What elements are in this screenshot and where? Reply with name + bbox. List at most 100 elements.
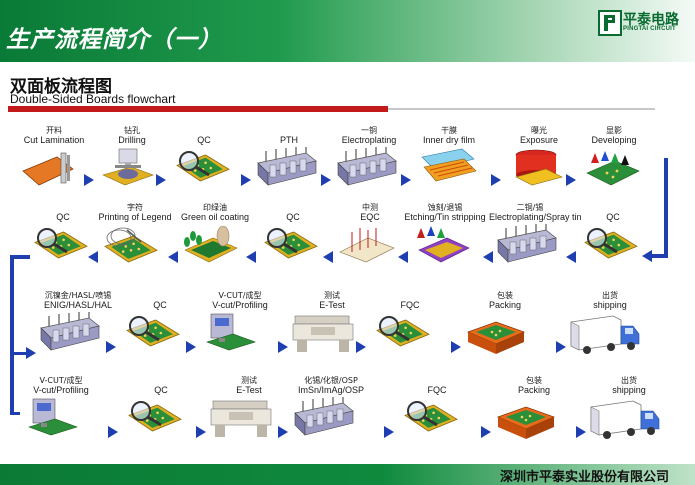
etest-icon [207, 397, 281, 444]
flow-arrow [384, 426, 394, 438]
step-label-en: E-Test [319, 300, 345, 310]
qc-icon [255, 224, 329, 271]
flow-arrow [321, 174, 331, 186]
flowchart-title-en: Double-Sided Boards flowchart [10, 92, 176, 106]
step-label-cn: 二铜/锡 [516, 203, 544, 212]
flow-arrow [398, 251, 408, 263]
etching-icon [407, 224, 481, 271]
legend-icon [97, 224, 171, 271]
step-label-cn: 出货 [602, 291, 618, 300]
step-label-en: E-Test [236, 385, 262, 395]
step-label-en: Etching/Tin stripping [404, 212, 486, 222]
step-label-cn: 测试 [241, 376, 257, 385]
step-qc-4-2: QC [116, 376, 206, 436]
step-label-en: QC [286, 212, 300, 222]
dry-film-icon [412, 147, 486, 194]
qc-icon [117, 312, 191, 359]
drilling-icon [95, 147, 169, 194]
step-label-en: FQC [400, 300, 420, 310]
step-label-cn: 一铜 [361, 126, 377, 135]
flowchart-title-cn: 双面板流程图 [10, 77, 112, 97]
step-label-cn: 中测 [362, 203, 378, 212]
header-banner [0, 0, 695, 62]
step-label-cn: 化锡/化银/OSP [304, 376, 358, 385]
green-oil-icon [177, 224, 251, 271]
step-label-cn: 包装 [497, 291, 513, 300]
qc-icon [167, 147, 241, 194]
flow-arrow [483, 251, 493, 263]
step-label-en: PTH [280, 135, 298, 145]
step-label-en: V-cut/Profiling [33, 385, 89, 395]
flow-arrow [241, 174, 251, 186]
etest-icon [289, 312, 363, 359]
step-label-en: Electroplating [341, 135, 397, 145]
flow-arrow [556, 341, 566, 353]
flow-arrow [196, 426, 206, 438]
qc-icon [367, 312, 441, 359]
flow-arrow [566, 174, 576, 186]
qc-icon [395, 397, 469, 444]
step-label-en: shipping [593, 300, 627, 310]
step-qc-3-2: QC [114, 291, 206, 351]
qc-icon [119, 397, 193, 444]
company-logo-icon [598, 10, 622, 36]
plating-line-icon [332, 147, 406, 194]
qc-icon [575, 224, 649, 271]
step-label-en: shipping [612, 385, 646, 395]
row-connector-left-mid [10, 352, 32, 355]
step-label-en: Electroplating/Spray tin [489, 212, 582, 222]
packing-icon [462, 312, 536, 359]
logo-name-en: PINGTAI CIRCUIT [623, 26, 676, 32]
packing-icon [492, 397, 566, 444]
step-qc-4-5: FQC [392, 376, 482, 436]
row-connector-left [10, 255, 14, 415]
step-label-en: Packing [517, 385, 551, 395]
step-label-cn: 蚀刻/退锡 [427, 203, 463, 212]
step-label-en: ENIG/HASL/HAL [43, 300, 113, 310]
step-label-en: Drilling [118, 135, 146, 145]
flow-arrow [356, 341, 366, 353]
cut-lamination-icon [17, 147, 91, 194]
step-qc-1-3: QC [164, 126, 244, 186]
flow-arrow [491, 174, 501, 186]
truck-icon [567, 312, 641, 359]
vcut-icon [19, 397, 93, 444]
flow-arrow [84, 174, 94, 186]
step-label-en: Green oil coating [180, 212, 250, 222]
step-label-en: Exposure [519, 135, 559, 145]
flow-arrow [451, 341, 461, 353]
step-label-en: QC [56, 212, 70, 222]
step-label-cn: V-CUT/成型 [218, 291, 262, 300]
developing-icon [577, 147, 651, 194]
step-label-cn: 开料 [46, 126, 62, 135]
step-label-cn: V-CUT/成型 [39, 376, 83, 385]
step-label-en: Printing of Legend [98, 212, 172, 222]
step-label-cn: 钻孔 [124, 126, 140, 135]
step-label-cn: 包装 [526, 376, 542, 385]
flow-arrow [106, 341, 116, 353]
flow-arrow [186, 341, 196, 353]
flow-arrow [576, 426, 586, 438]
row-connector-right-h [650, 254, 668, 258]
row-connector-right [664, 158, 668, 258]
flow-arrow [246, 251, 256, 263]
step-qc-2-4: QC [252, 203, 334, 263]
flow-arrow [323, 251, 333, 263]
flow-arrow [401, 174, 411, 186]
divider-line [388, 108, 655, 110]
